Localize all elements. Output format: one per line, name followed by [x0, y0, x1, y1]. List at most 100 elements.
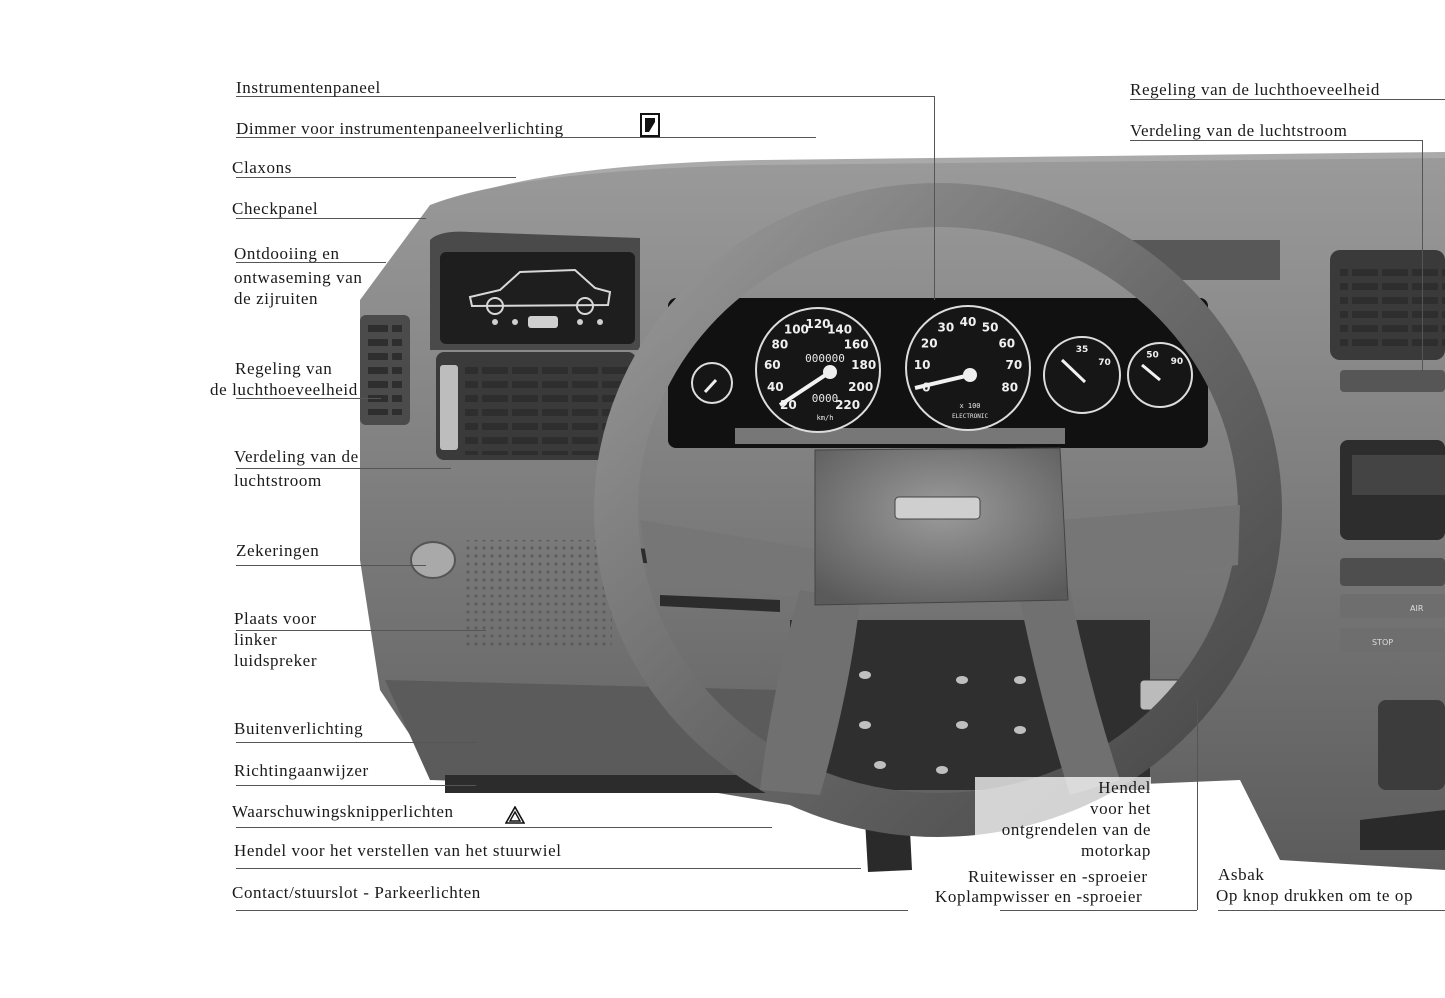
- label-ontdooiing-line2: ontwaseming van: [234, 268, 363, 287]
- speedometer-tick-200: 200: [848, 380, 873, 394]
- leader-contact: [236, 910, 908, 911]
- label-zekeringen: Zekeringen: [236, 541, 320, 560]
- leader-verdeling: [236, 468, 451, 469]
- leader-verdeling-right: [1130, 140, 1422, 141]
- leader-verdeling-right-drop: [1422, 140, 1423, 390]
- label-waarschuwing: Waarschuwingsknipperlichten: [232, 802, 454, 821]
- speedometer-tick-100: 100: [784, 322, 809, 336]
- label-asbak-hint: Op knop drukken om te op: [1216, 886, 1414, 905]
- speedometer-tick-20: 20: [780, 398, 797, 412]
- label-regeling-left: Regeling van de luchthoeveelheid: [210, 358, 365, 400]
- label-regeling-left-line2: de luchthoeveelheid: [210, 380, 358, 399]
- label-instrumentenpaneel: Instrumentenpaneel: [236, 78, 381, 97]
- speedometer-tick-180: 180: [851, 358, 876, 372]
- label-motorkap-line1: Hendel: [1098, 778, 1151, 797]
- label-ontdooiing-line3: de zijruiten: [234, 289, 319, 308]
- leader-dimmer: [236, 137, 816, 138]
- tachometer-tick-50: 50: [982, 321, 999, 335]
- air-label: AIR: [1410, 604, 1424, 613]
- speedometer-tick-220: 220: [835, 398, 860, 412]
- leader-waarschuwing: [236, 827, 772, 828]
- horn-pad: [814, 447, 1069, 606]
- ashtray: [1360, 810, 1445, 850]
- label-verdeling-right: Verdeling van de luchtstroom: [1130, 121, 1348, 140]
- air-button-row: [1340, 594, 1445, 618]
- label-claxons: Claxons: [232, 158, 292, 177]
- hazard-triangle-icon: [505, 806, 525, 824]
- label-ruitewisser: Ruitewisser en -sproeier: [968, 866, 1148, 887]
- label-luidspreker-line1: Plaats voor: [234, 609, 317, 628]
- label-verdeling-left-line1: Verdeling van de: [234, 447, 359, 466]
- label-motorkap: Hendel voor het ontgrendelen van de moto…: [975, 777, 1151, 861]
- label-asbak: Asbak: [1218, 865, 1265, 884]
- speedometer-tick-40: 40: [767, 380, 784, 394]
- label-ontdooiing-line1: Ontdooiing en: [234, 244, 340, 263]
- speedometer-unit: km/h: [817, 414, 834, 422]
- leader-regeling-right: [1130, 99, 1445, 100]
- checkpanel-display: [440, 252, 635, 344]
- leader-ruitewisser-drop: [1197, 700, 1198, 910]
- tachometer-tick-10: 10: [914, 358, 931, 372]
- tachometer-tick-30: 30: [938, 321, 955, 335]
- leader-buitenverlichting: [236, 742, 476, 743]
- label-luidspreker-line2: linker: [234, 630, 278, 649]
- leader-claxons: [236, 177, 516, 178]
- checkpanel-car-icon: [468, 268, 612, 315]
- leader-richting: [236, 785, 476, 786]
- tachometer-tick-0: 0: [922, 380, 930, 394]
- label-regeling-right: Regeling van de luchthoeveelheid: [1130, 80, 1381, 99]
- label-dimmer: Dimmer voor instrumentenpaneelverlichtin…: [236, 119, 564, 138]
- tachometer-unit: x 100: [959, 402, 980, 410]
- fuse-cover: [410, 541, 456, 579]
- leader-instrumentenpaneel: [236, 96, 934, 97]
- label-motorkap-line4: motorkap: [1081, 841, 1151, 860]
- tachometer-tick-40: 40: [960, 315, 977, 329]
- leader-instrumentenpaneel-drop: [934, 96, 935, 300]
- label-verdeling-left-line2: luchtstroom: [234, 471, 322, 490]
- label-richting: Richtingaanwijzer: [234, 761, 369, 780]
- fuel-gauge-tick-90: 90: [1171, 357, 1184, 367]
- label-hendel-stuurwiel: Hendel voor het verstellen van het stuur…: [234, 841, 562, 860]
- leader-hendel: [236, 868, 861, 869]
- label-koplamp: Koplampwisser en -sproeier: [935, 887, 1143, 906]
- dimmer-icon: [640, 113, 660, 137]
- label-contact: Contact/stuurslot - Parkeerlichten: [232, 883, 481, 902]
- tachometer-tick-70: 70: [1006, 358, 1023, 372]
- label-luidspreker-line3: luidspreker: [234, 651, 318, 670]
- steering-logo: [894, 496, 981, 520]
- speedometer-trip: 0000: [812, 392, 839, 405]
- label-checkpanel: Checkpanel: [232, 199, 319, 218]
- speedometer-odometer: 000000: [805, 352, 845, 365]
- tachometer-tick-60: 60: [998, 336, 1015, 350]
- temp-gauge-tick-35: 35: [1076, 345, 1089, 355]
- stop-label: STOP: [1372, 638, 1393, 647]
- stop-button-row: [1340, 628, 1445, 652]
- label-motorkap-line2: voor het: [1090, 799, 1151, 818]
- tachometer-tick-20: 20: [921, 336, 938, 350]
- label-motorkap-line3: ontgrendelen van de: [1001, 820, 1151, 839]
- label-verdeling-left: Verdeling van de luchtstroom: [234, 446, 359, 491]
- speedometer-tick-120: 120: [805, 317, 830, 331]
- left-stalk-lower: [660, 595, 780, 612]
- leader-ruitewisser: [1000, 910, 1197, 911]
- speedometer-tick-60: 60: [764, 358, 781, 372]
- leader-checkpanel: [236, 218, 426, 219]
- leader-regeling: [236, 398, 381, 399]
- leader-ontdooiing: [236, 262, 386, 263]
- speaker-grill: [462, 540, 612, 650]
- temp-gauge-tick-70: 70: [1098, 358, 1111, 368]
- fuel-gauge-tick-50: 50: [1146, 350, 1159, 360]
- tachometer-tick-80: 80: [1001, 380, 1018, 394]
- label-buitenverlichting: Buitenverlichting: [234, 719, 364, 738]
- speedometer-tick-80: 80: [772, 337, 789, 351]
- label-regeling-left-line1: Regeling van: [235, 359, 333, 378]
- leader-luidspreker: [236, 630, 486, 631]
- tachometer-caption: ELECTRONIC: [952, 413, 989, 420]
- leader-asbak: [1218, 910, 1445, 911]
- steering-wheel: [594, 183, 1282, 837]
- speedometer-tick-140: 140: [827, 322, 852, 336]
- leader-zekeringen: [236, 565, 426, 566]
- label-ontdooiing: Ontdooiing en ontwaseming van de zijruit…: [234, 243, 362, 309]
- label-luidspreker: Plaats voor linker luidspreker: [234, 608, 317, 671]
